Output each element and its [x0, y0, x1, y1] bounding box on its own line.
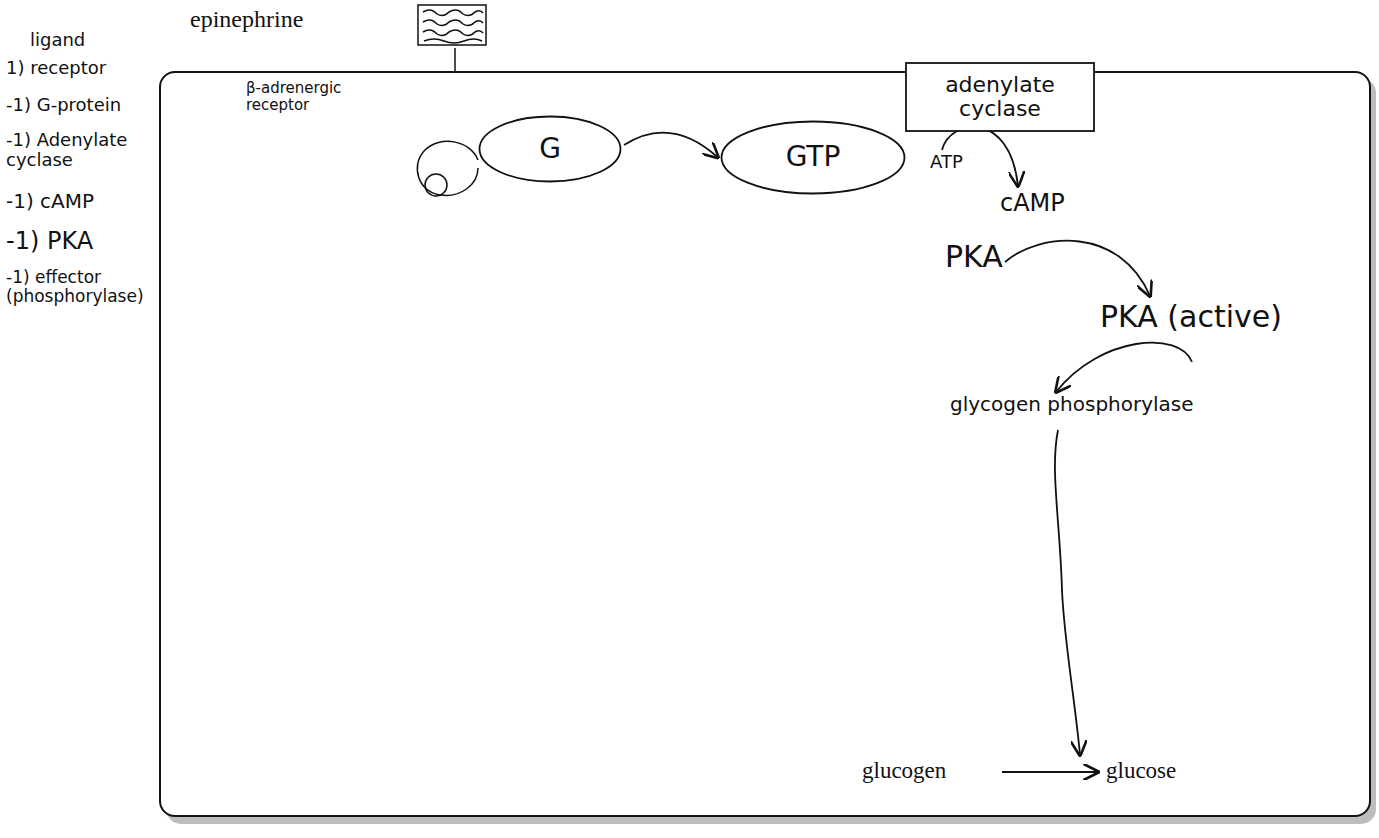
cell-membrane — [160, 72, 1370, 816]
kinase-name: PKA — [945, 240, 1003, 273]
receptor-symbol — [417, 5, 486, 196]
second-messenger: cAMP — [1000, 190, 1065, 216]
activation-arrow — [624, 133, 718, 158]
kinase-active: PKA (active) — [1100, 300, 1282, 333]
enzyme-box: adenylate cyclase — [905, 62, 1095, 132]
node-text-group: adenylate cyclase — [925, 73, 1075, 121]
node-label: GTP — [786, 142, 841, 173]
list-item: 1) receptor — [6, 58, 106, 78]
list-item: -1) G-protein — [6, 95, 121, 115]
node-text-group: GTP — [786, 142, 841, 173]
node-text-group: G — [539, 134, 561, 165]
substrate-name: glucogen — [862, 758, 946, 783]
list-item: -1) effector (phosphorylase) — [6, 268, 151, 305]
pathway-arrows — [942, 127, 1192, 772]
gtp-oval: GTP — [720, 120, 906, 195]
list-item: -1) cAMP — [6, 190, 94, 212]
list-item: -1) PKA — [6, 228, 93, 254]
substrate-name: ATP — [930, 152, 963, 172]
product-name: glucose — [1106, 758, 1176, 783]
node-label: adenylate cyclase — [925, 73, 1075, 121]
receptor-name: β-adrenergic receptor — [246, 80, 356, 113]
node-label: G — [539, 134, 561, 165]
enzyme-name: glycogen phosphorylase — [950, 393, 1194, 415]
list-item: -1) Adenylate cyclase — [6, 130, 156, 170]
g-protein-oval: G — [478, 115, 622, 183]
list-heading: ligand — [30, 30, 85, 50]
ligand-name: epinephrine — [190, 6, 303, 32]
